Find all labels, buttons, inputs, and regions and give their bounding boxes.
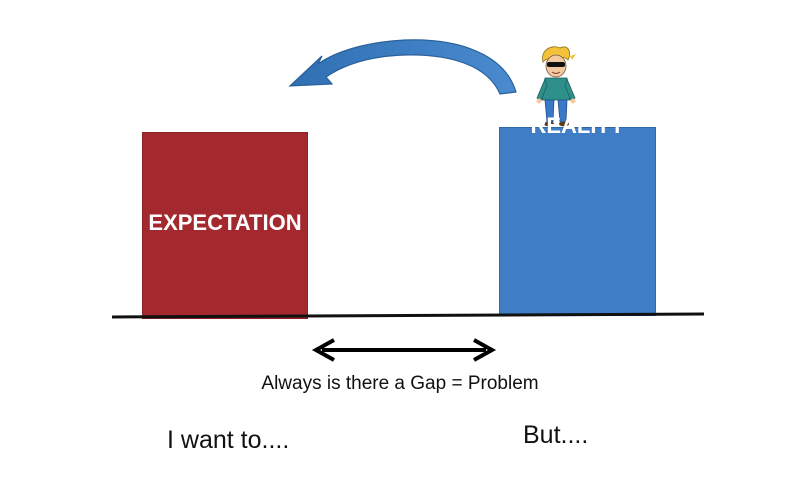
expectation-box: EXPECTATION	[142, 132, 308, 319]
i-want-to-text: I want to....	[167, 426, 290, 454]
expectation-label: EXPECTATION	[148, 209, 302, 235]
reality-label: REALITY	[530, 113, 625, 138]
gap-caption: Always is there a Gap = Problem	[261, 373, 539, 394]
reality-box: REALITY	[499, 113, 656, 316]
but-text: But....	[523, 421, 589, 449]
ground-line	[111, 312, 705, 319]
